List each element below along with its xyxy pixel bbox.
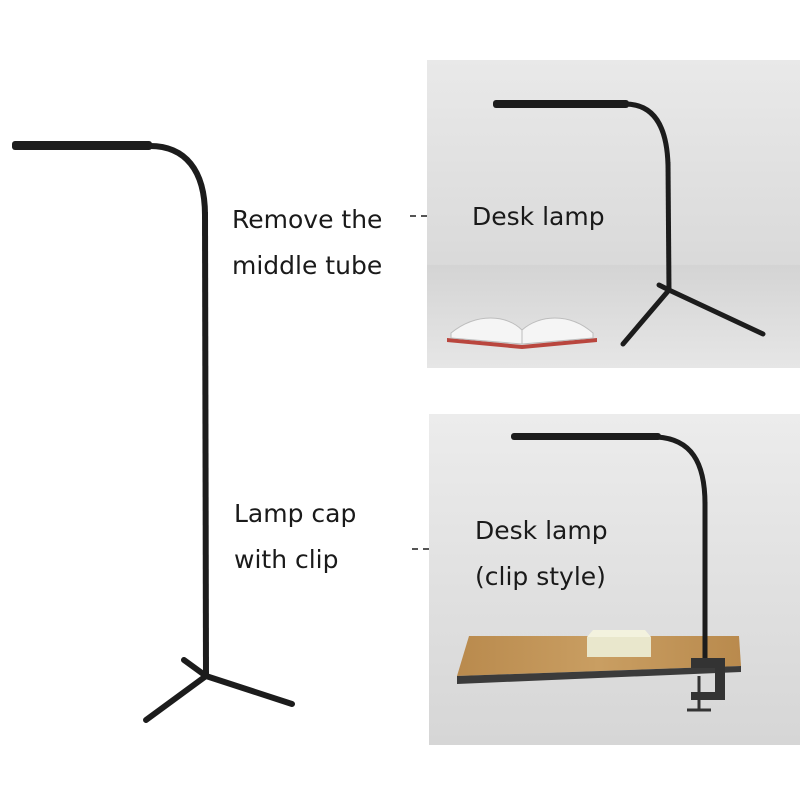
floor-lamp-gooseneck [147, 143, 208, 218]
desk-lamp-photo [427, 60, 800, 368]
callout-lamp-cap-line1: Lamp cap [234, 499, 357, 528]
clip-lamp-photo [429, 414, 800, 745]
clip-lamp-image [511, 433, 725, 712]
box-image [587, 630, 651, 657]
result-clip-lamp: Desk lamp (clip style) [475, 508, 608, 600]
callout-lamp-cap: Lamp cap with clip [234, 491, 356, 583]
open-book-image [447, 317, 597, 349]
callout-lamp-cap-line2: with clip [234, 545, 339, 574]
desk-lamp-image [493, 100, 766, 347]
result-clip-lamp-line1: Desk lamp [475, 516, 608, 545]
callout-remove-tube: Remove the middle tube [232, 197, 382, 289]
result-clip-lamp-line2: (clip style) [475, 562, 606, 591]
floor-lamp-pole [202, 211, 209, 679]
callout-remove-tube-line2: middle tube [232, 251, 383, 280]
floor-lamp-tripod [143, 657, 295, 723]
floor-lamp-light-bar [12, 141, 152, 150]
result-desk-lamp: Desk lamp [472, 194, 605, 240]
result-desk-lamp-line1: Desk lamp [472, 202, 605, 231]
callout-remove-tube-line1: Remove the [232, 205, 383, 234]
